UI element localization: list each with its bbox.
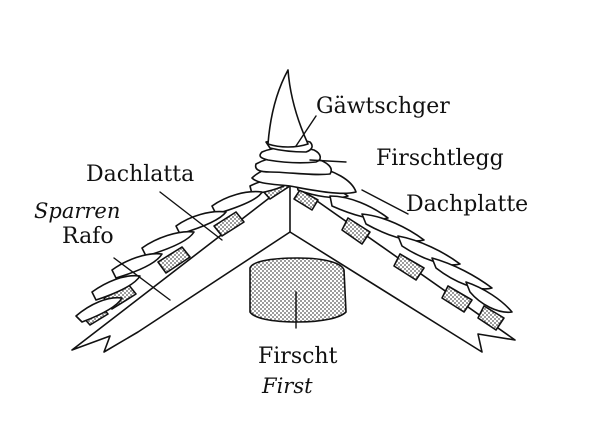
leader-rafo	[113, 257, 171, 301]
leader-lines	[113, 115, 409, 329]
label-gaewtschger: Gäwtschger	[316, 94, 450, 119]
left-rafter	[71, 181, 291, 353]
label-firschtlegg: Firschtlegg	[376, 146, 504, 171]
leader-firschtlegg	[309, 159, 347, 163]
right-rafter	[289, 181, 516, 353]
label-dachplatte: Dachplatte	[406, 192, 529, 217]
finial	[267, 69, 309, 148]
label-dachlatta: Dachlatta	[86, 162, 195, 187]
label-sparren: Sparren	[34, 199, 121, 223]
label-first: First	[262, 374, 313, 398]
leader-gaewtschger	[295, 115, 317, 147]
leader-dachlatta	[159, 191, 223, 241]
label-rafo: Rafo	[62, 224, 114, 249]
ridge-beam	[249, 257, 347, 323]
label-firscht: Firscht	[258, 344, 338, 369]
leader-dachplatte	[361, 189, 409, 215]
right-battens	[293, 189, 505, 331]
